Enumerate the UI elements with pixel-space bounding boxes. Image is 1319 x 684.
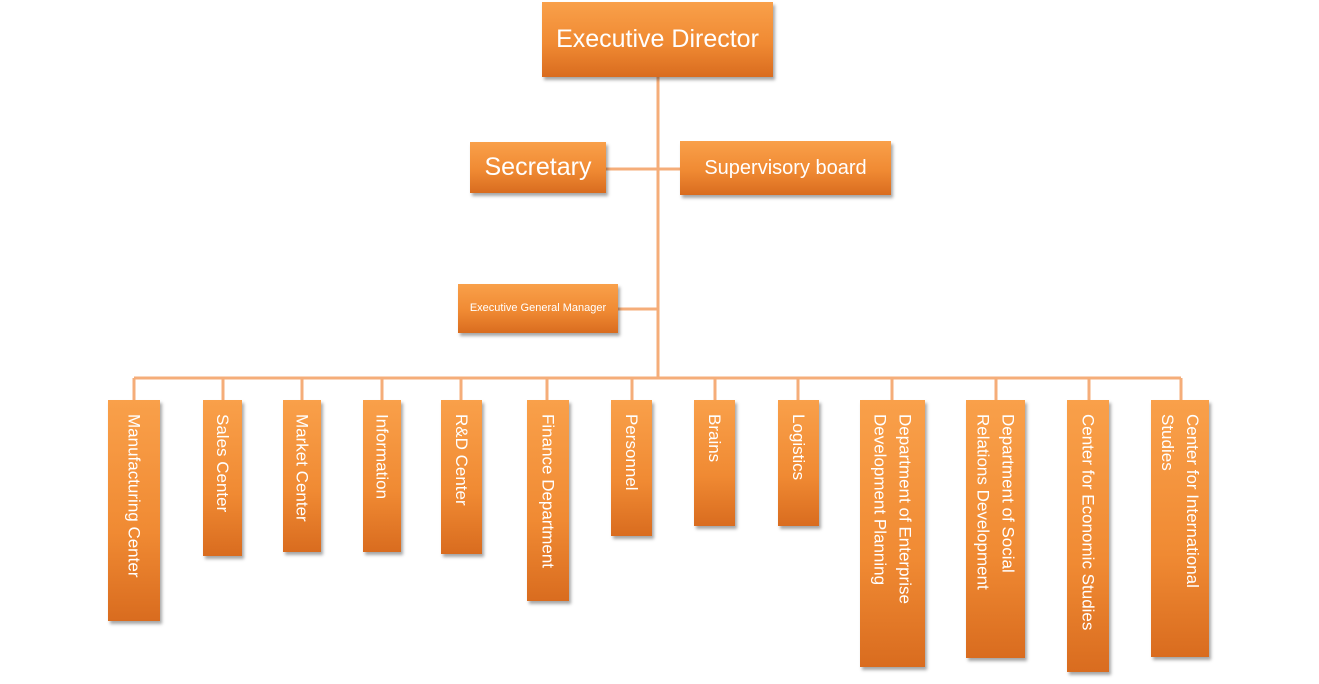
department-label: Center for Economic Studies (1078, 414, 1098, 631)
department-box-center-for-international-studies: Center for International Studies (1151, 400, 1209, 657)
department-label: Sales Center (213, 414, 232, 513)
general-manager-box: Executive General Manager (458, 284, 618, 333)
department-label: Finance Department (538, 414, 558, 569)
secretary-label: Secretary (484, 153, 592, 182)
department-box-market-center: Market Center (283, 400, 321, 552)
department-label: Manufacturing Center (124, 414, 144, 578)
department-box-social-relations-development: Department of Social Relations Developme… (966, 400, 1025, 658)
department-box-logistics: Logistics (778, 400, 819, 526)
department-label: Market Center (292, 414, 312, 522)
executive-director-box: Executive Director (542, 2, 773, 77)
department-label: Department of Social Relations Developme… (973, 414, 1018, 590)
department-box-brains: Brains (694, 400, 735, 526)
supervisory-board-label: Supervisory board (704, 156, 867, 179)
department-box-rd-center: R&D Center (441, 400, 482, 554)
department-box-finance-department: Finance Department (527, 400, 569, 601)
department-box-enterprise-development-planning: Department of Enterprise Development Pla… (860, 400, 925, 667)
department-label: Center for International Studies (1158, 414, 1202, 588)
supervisory-board-box: Supervisory board (680, 141, 891, 195)
department-label: Department of Enterprise Development Pla… (870, 414, 915, 604)
department-label: Personnel (622, 414, 641, 491)
general-manager-label: Executive General Manager (469, 301, 607, 314)
department-box-personnel: Personnel (611, 400, 652, 536)
department-label: Information (372, 414, 392, 500)
department-box-center-for-economic-studies: Center for Economic Studies (1067, 400, 1109, 672)
department-label: Logistics (789, 414, 808, 481)
department-label: R&D Center (452, 414, 471, 506)
department-label: Brains (705, 414, 724, 463)
department-box-manufacturing-center: Manufacturing Center (108, 400, 160, 621)
executive-director-label: Executive Director (556, 25, 759, 54)
department-box-information: Information (363, 400, 401, 552)
secretary-box: Secretary (470, 142, 606, 193)
department-box-sales-center: Sales Center (203, 400, 242, 556)
